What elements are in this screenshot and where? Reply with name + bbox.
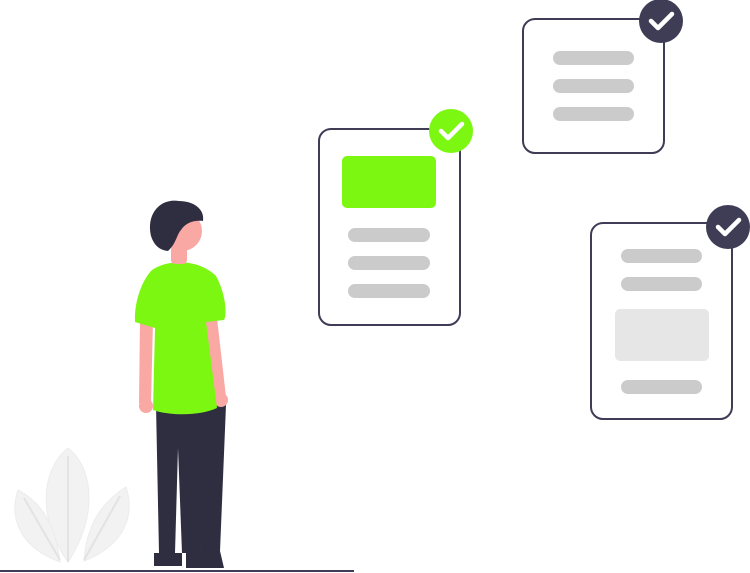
plant-icon <box>14 447 130 563</box>
check-icon <box>639 0 683 43</box>
check-icon <box>706 205 750 249</box>
check-icon <box>429 109 473 153</box>
document-card-left <box>318 109 473 326</box>
person-figure <box>134 200 228 568</box>
document-card-bottom-right <box>590 205 750 420</box>
document-card-top-right <box>522 0 683 154</box>
